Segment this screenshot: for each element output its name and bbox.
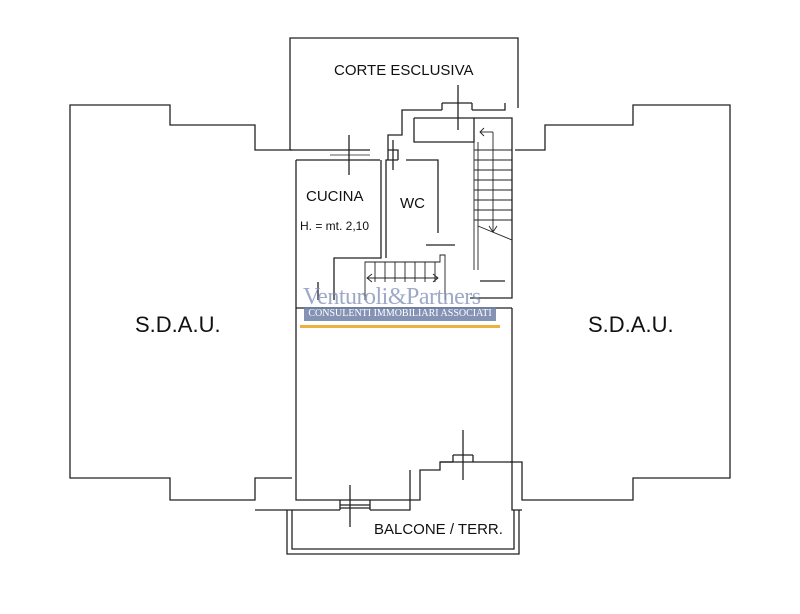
room-label-sdau-left: S.D.A.U. <box>135 312 221 337</box>
room-label-corte: CORTE ESCLUSIVA <box>334 62 474 79</box>
room-label-balcone: BALCONE / TERR. <box>374 521 503 538</box>
sdau-left-outline <box>69 104 292 501</box>
watermark-brand: Venturoli&Partners <box>303 284 481 310</box>
staircase-lower <box>364 254 446 300</box>
corte-outline <box>289 37 519 150</box>
staircase-right <box>473 127 513 270</box>
watermark-underline <box>300 325 500 328</box>
cucina-height: H. = mt. 2,10 <box>300 219 370 233</box>
room-label-wc: WC <box>400 195 425 212</box>
unit-outline <box>295 160 340 501</box>
watermark-tagline: CONSULENTI IMMOBILIARI ASSOCIATI <box>304 307 496 321</box>
sdau-right-outline <box>510 104 731 501</box>
room-label-cucina: CUCINA <box>306 188 364 205</box>
balcony-outline <box>286 510 520 555</box>
room-label-sdau-right: S.D.A.U. <box>588 312 674 337</box>
